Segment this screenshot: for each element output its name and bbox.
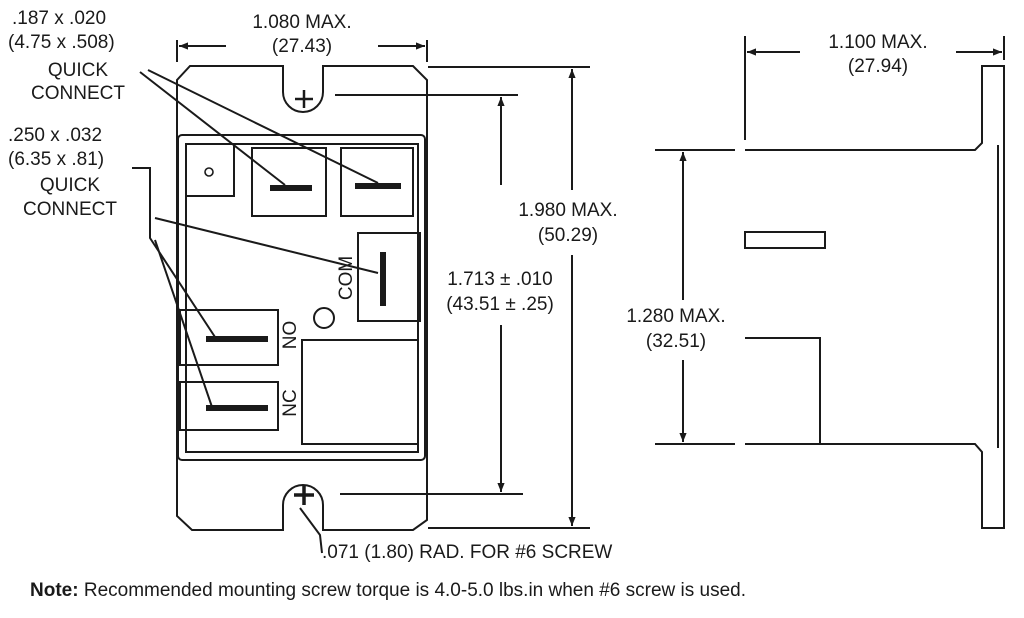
no-terminal-housing (179, 309, 279, 366)
terminal-housing-2 (340, 147, 414, 217)
mounting-plate-outline (176, 65, 428, 531)
quick-connect-blade-2 (355, 183, 401, 189)
width-dim-mm: (27.43) (272, 36, 332, 57)
height-dim-mm: (50.29) (538, 225, 598, 246)
hole-spacing-in: 1.713 ± .010 (447, 269, 553, 290)
qc-large-size-in: .250 x .032 (8, 125, 102, 146)
side-view-outline (745, 65, 1005, 529)
quick-connect-blade-com (380, 252, 386, 306)
qc-small-size-mm: (4.75 x .508) (8, 32, 115, 53)
relay-body (177, 134, 426, 461)
leader-screw (299, 507, 323, 554)
side-terminal-pin (744, 231, 826, 249)
com-terminal-housing (357, 232, 421, 322)
torque-note: Note: Recommended mounting screw torque … (30, 580, 746, 602)
quick-connect-blade-1 (270, 185, 312, 191)
terminal-housing-1 (251, 147, 327, 217)
terminal-label-com: COM (336, 256, 357, 300)
qc-large-label-connect: CONNECT (23, 199, 117, 220)
bottom-screw-hole-icon (294, 485, 314, 505)
depth-dim-mm: (27.94) (848, 56, 908, 77)
terminal-label-nc: NC (280, 389, 301, 416)
note-prefix: Note: (30, 580, 79, 601)
nc-terminal-housing (179, 381, 279, 431)
qc-small-label-connect: CONNECT (31, 83, 125, 104)
coil-terminal-block (185, 143, 235, 197)
leader-qc-large (132, 167, 379, 408)
terminal-label-no: NO (280, 321, 301, 350)
quick-connect-blade-no (206, 336, 268, 342)
qc-small-label-quick: QUICK (48, 60, 109, 81)
body-height-in: 1.280 MAX. (626, 306, 725, 327)
width-dim-in: 1.080 MAX. (252, 12, 351, 33)
body-height-mm: (32.51) (646, 331, 706, 352)
screw-note: .071 (1.80) RAD. FOR #6 SCREW (322, 542, 612, 563)
qc-large-label-quick: QUICK (40, 175, 101, 196)
height-dim-in: 1.980 MAX. (518, 200, 617, 221)
internal-block (301, 339, 419, 445)
quick-connect-blade-nc (206, 405, 268, 411)
top-screw-hole-icon (295, 90, 313, 108)
qc-small-size-in: .187 x .020 (12, 8, 106, 29)
note-text: Recommended mounting screw torque is 4.0… (78, 580, 747, 601)
depth-dim-in: 1.100 MAX. (828, 32, 927, 53)
hole-spacing-mm: (43.51 ± .25) (446, 294, 554, 315)
qc-large-size-mm: (6.35 x .81) (8, 149, 104, 170)
indicator-circle (313, 307, 335, 329)
side-terminal-housing (745, 337, 821, 444)
leader-qc-small (139, 69, 379, 186)
